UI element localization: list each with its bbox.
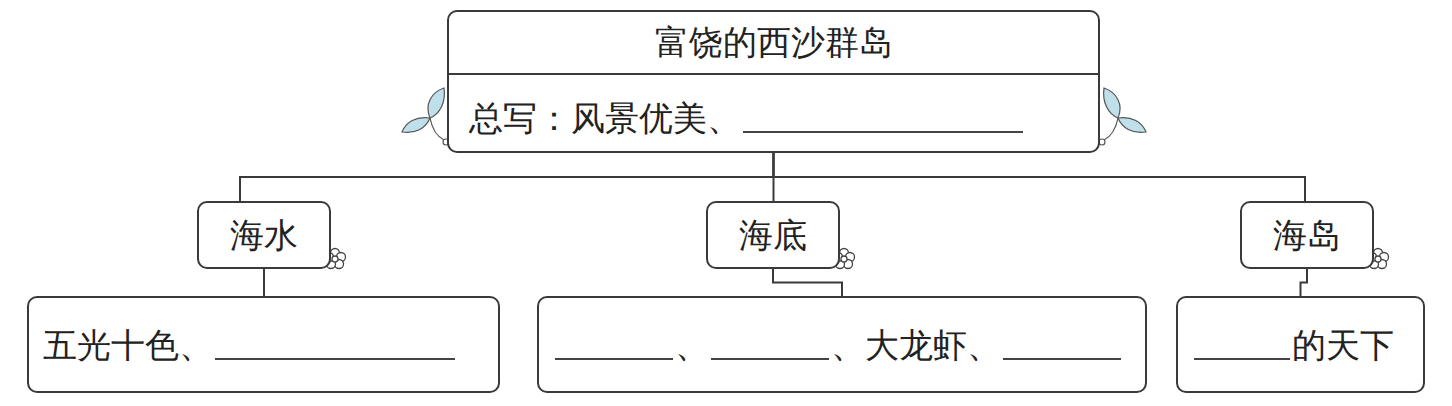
node-text: 的天下 [1292, 325, 1394, 366]
answer-blank [1194, 324, 1290, 360]
node-text: 富饶的西沙群岛 [655, 22, 893, 63]
answer-blank [1003, 324, 1121, 360]
node-text: 海底 [739, 215, 807, 256]
header-divider: 总写：风景优美、 [449, 73, 1098, 151]
node-text: 海水 [230, 215, 298, 256]
tree-connector [1301, 269, 1308, 296]
topic-box: 海底 [706, 201, 840, 269]
answer-box: 、 、大龙虾、 [537, 296, 1147, 393]
text-row: 海岛 [1242, 215, 1372, 256]
topic-box: 海岛 [1240, 201, 1374, 269]
answer-blank [711, 324, 829, 360]
node-text: 、大龙虾、 [831, 325, 1001, 366]
node-text: 总写：风景优美、 [469, 98, 741, 139]
title-box: 富饶的西沙群岛总写：风景优美、 [447, 10, 1100, 153]
header-row: 富饶的西沙群岛 [449, 12, 1098, 73]
tree-connector [240, 153, 774, 201]
text-row: 的天下 [1178, 324, 1423, 366]
answer-box: 的天下 [1176, 296, 1425, 393]
node-text: 海岛 [1273, 215, 1341, 256]
text-row: 、 、大龙虾、 [539, 324, 1145, 366]
answer-box: 五光十色、 [27, 296, 500, 393]
answer-blank [215, 324, 455, 360]
tree-connector [263, 269, 265, 296]
tree-connector [773, 269, 842, 296]
leaf-ornament [1099, 88, 1146, 145]
topic-box: 海水 [197, 201, 331, 269]
node-text: 五光十色、 [43, 325, 213, 366]
text-row: 海底 [708, 215, 838, 256]
text-row: 海水 [199, 215, 329, 256]
node-text: 、 [675, 325, 709, 366]
text-row: 五光十色、 [29, 324, 498, 366]
leaf-ornament [402, 88, 449, 145]
answer-blank [743, 97, 1023, 133]
answer-blank [555, 324, 673, 360]
tree-connector [774, 153, 1306, 201]
